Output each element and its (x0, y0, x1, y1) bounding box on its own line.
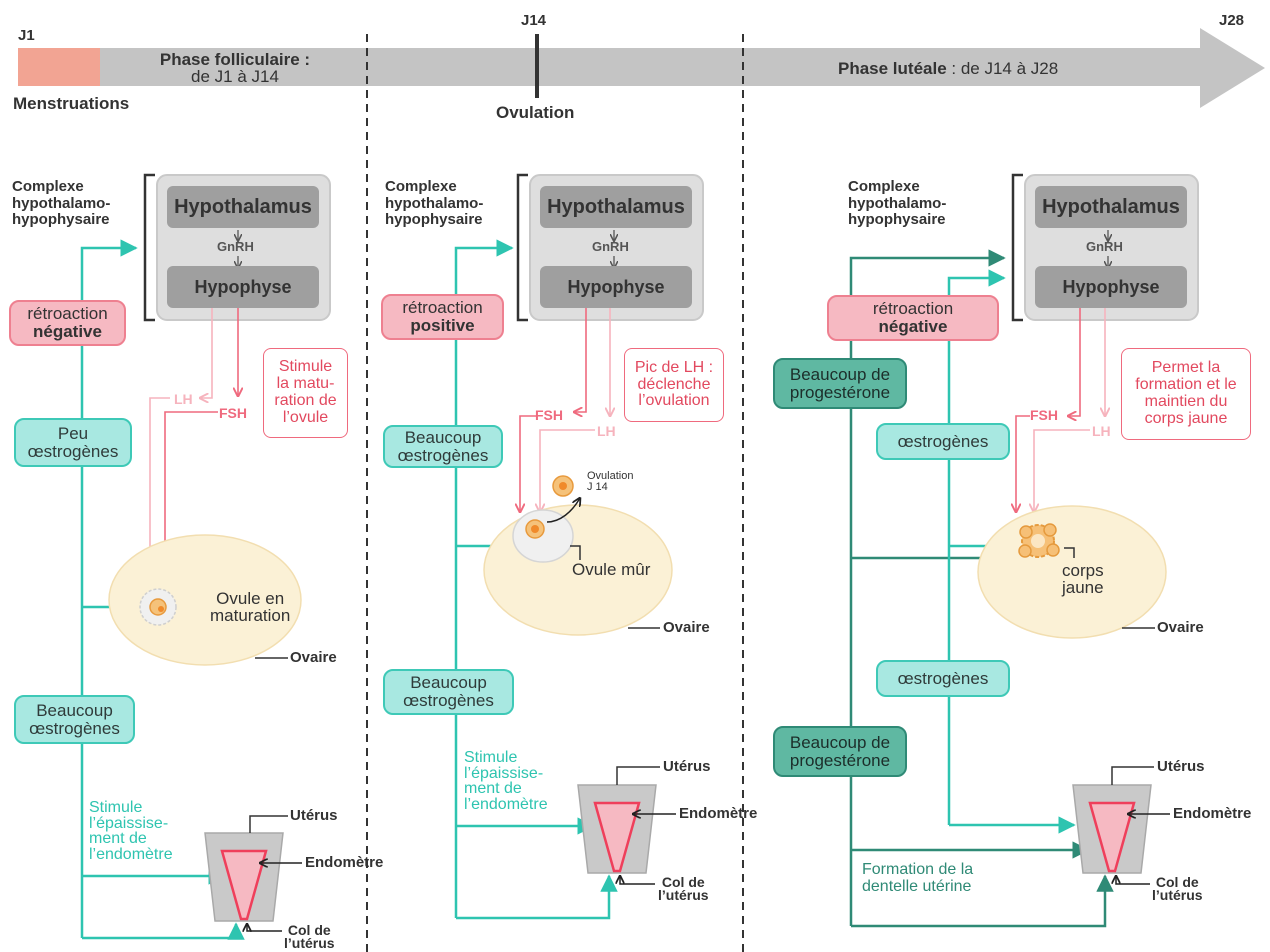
day-1-label: J1 (18, 27, 35, 44)
gnrh-label-2: GnRH (592, 239, 629, 254)
timeline-arrow (18, 28, 1265, 108)
fsh-label-2: FSH (535, 407, 563, 423)
corpus-luteum-shape (1018, 523, 1060, 558)
ovary-label-2: Ovaire (663, 619, 710, 636)
ovary-label-3: Ovaire (1157, 619, 1204, 636)
hypothalamus-box-2: Hypothalamus (540, 186, 692, 228)
mature-ovule-label: Ovule mûr (572, 560, 651, 579)
lh-label-2: LH (597, 423, 616, 439)
hypophyse-box-1: Hypophyse (167, 266, 319, 308)
uterus-label-2: Utérus (663, 758, 711, 775)
menstruation-label: Menstruations (13, 94, 130, 113)
ovary-label-1: Ovaire (290, 649, 337, 666)
lh-label-3: LH (1092, 423, 1111, 439)
gnrh-label-1: GnRH (217, 239, 254, 254)
fsh-label-1: FSH (219, 405, 247, 421)
endometrium-label-2: Endomètre (679, 805, 758, 822)
lh-label-1: LH (174, 391, 193, 407)
day-28-label: J28 (1219, 12, 1245, 29)
menstruation-bar (18, 48, 100, 86)
hypothalamus-box-1: Hypothalamus (167, 186, 319, 228)
uterus-label-1: Utérus (290, 807, 338, 824)
follicular-phase-label: Phase folliculaire : de J1 à J14 (159, 50, 311, 86)
estrogen-3b: œstrogènes (876, 660, 1010, 697)
luteal-phase-label: Phase lutéale : de J14 à J28 (838, 59, 1059, 78)
hypothalamus-box-3: Hypothalamus (1035, 186, 1187, 228)
endometrium-label-1: Endomètre (305, 854, 384, 871)
endometrium-label-3: Endomètre (1173, 805, 1252, 822)
ovulation-label: Ovulation (496, 103, 575, 122)
fsh-label-3: FSH (1030, 407, 1058, 423)
gnrh-label-3: GnRH (1086, 239, 1123, 254)
estrogen-3a: œstrogènes (876, 423, 1010, 460)
uterus-label-3: Utérus (1157, 758, 1205, 775)
hypophyse-box-2: Hypophyse (540, 266, 692, 308)
day-14-label: J14 (521, 12, 547, 29)
hypophyse-box-3: Hypophyse (1035, 266, 1187, 308)
